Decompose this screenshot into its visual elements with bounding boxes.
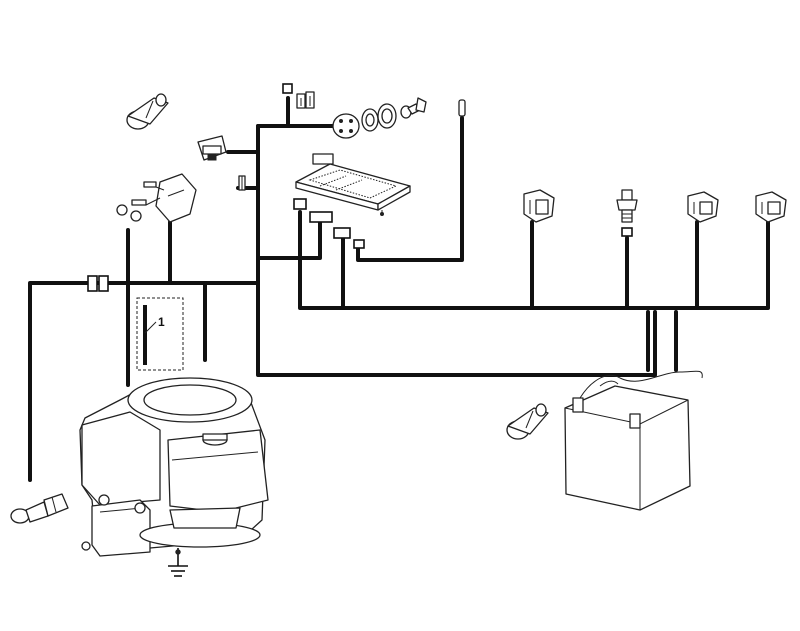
safety-switch-icon-1: [523, 189, 555, 223]
callout-1-label: 1: [158, 315, 165, 329]
module-connector-small: [353, 239, 365, 249]
inline-connector-right: [98, 275, 109, 292]
fuse-icon: [238, 175, 246, 191]
ignition-switch-icon: [332, 103, 412, 139]
safety-switch-icon-3: [755, 191, 787, 223]
relay-icon-top: [296, 91, 315, 109]
callout-1: 1: [136, 297, 184, 371]
module-connector-right: [333, 227, 351, 239]
lamp-bulb-icon: [10, 493, 69, 524]
key-icon: [407, 97, 427, 115]
safety-switch-icon-2: [687, 191, 719, 223]
boot-icon-battery: [506, 403, 549, 440]
inline-connector-left: [87, 275, 98, 292]
solenoid-icon: [116, 173, 197, 223]
engine-icon: [79, 377, 269, 557]
boot-icon-top: [126, 93, 169, 130]
module-connector-mid: [309, 211, 333, 223]
pressure-sensor-icon: [616, 189, 638, 223]
switch-icon-left: [197, 135, 227, 161]
top-connector: [282, 83, 293, 94]
battery-icon: [564, 370, 703, 511]
control-module-icon: [295, 153, 411, 216]
wire-harness: [28, 96, 770, 482]
sensor-connector: [621, 227, 633, 237]
sensor-icon-top: [458, 99, 466, 117]
connectors: [87, 83, 633, 292]
module-connector-left: [293, 198, 307, 210]
ground-icon: [168, 548, 188, 577]
